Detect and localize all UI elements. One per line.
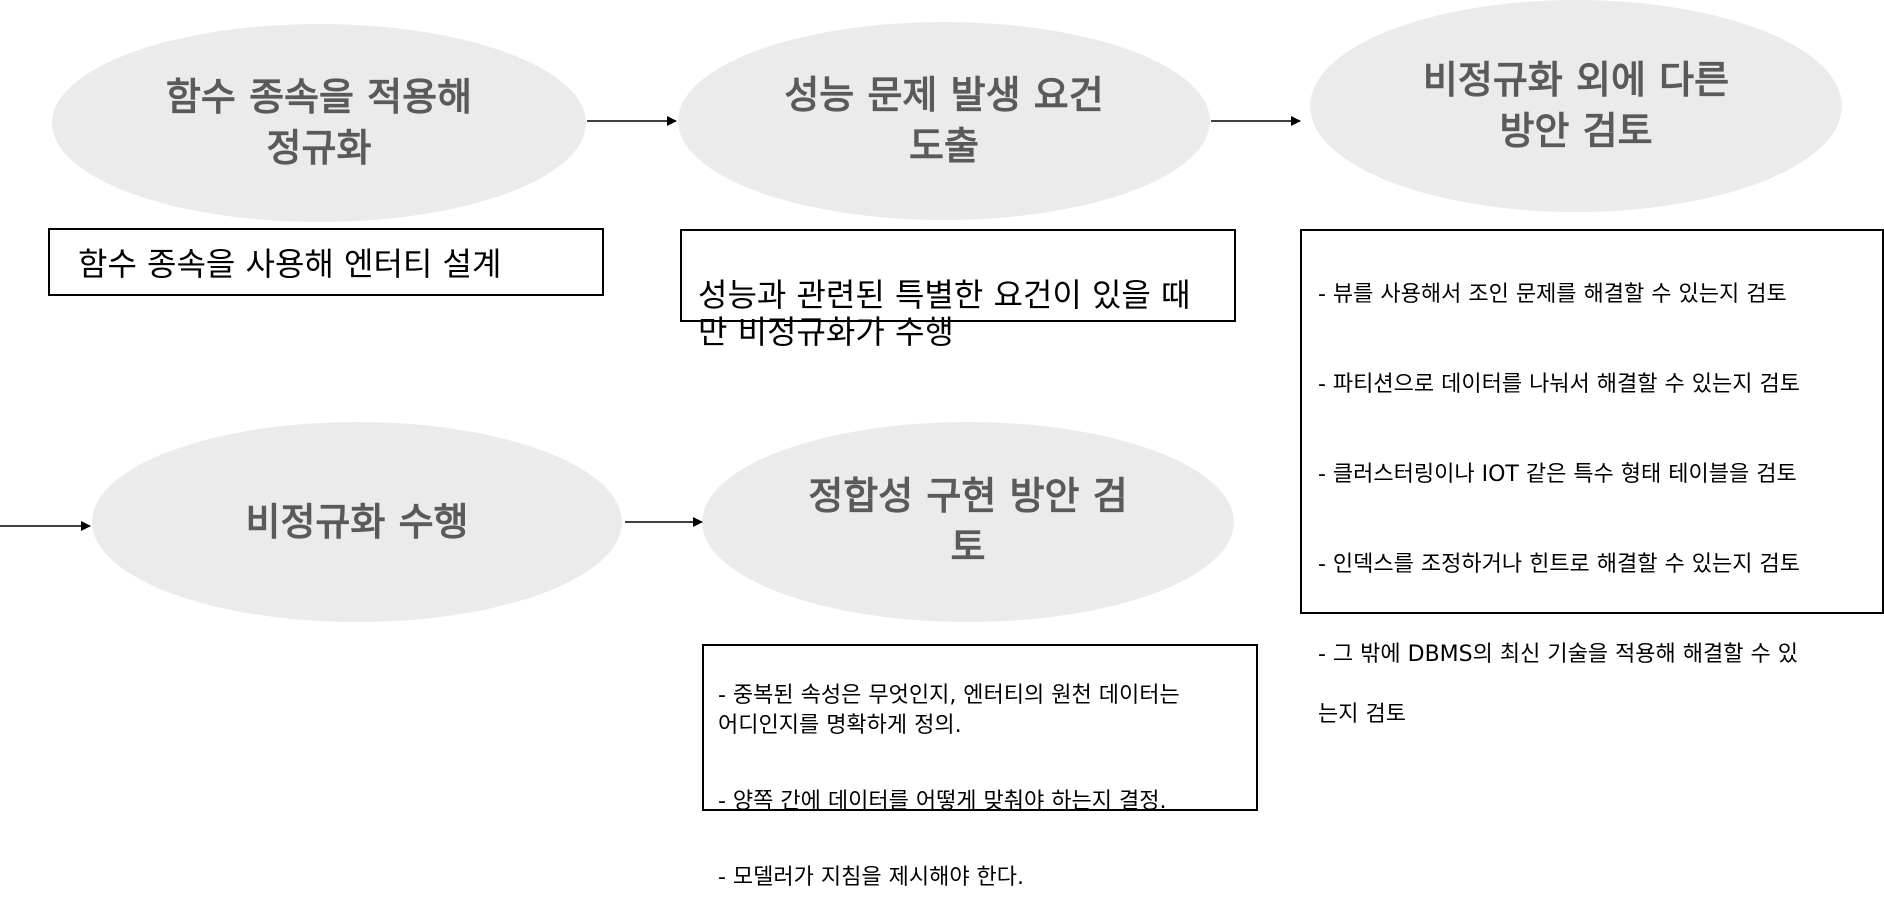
step-5-title: 정합성 구현 방안 검 토 xyxy=(808,474,1128,569)
consistency-item-3: - 모델러가 지침을 제시해야 한다. xyxy=(718,865,1025,890)
alternative-item-3: - 클러스터링이나 IOT 같은 특수 형태 테이블을 검토 xyxy=(1318,462,1797,487)
alternative-item-1: - 뷰를 사용해서 조인 문제를 해결할 수 있는지 검토 xyxy=(1318,282,1787,307)
consistency-item-1: - 중복된 속성은 무엇인지, 엔터티의 원천 데이터는 어디인지를 명확하게 … xyxy=(718,683,1180,738)
step-3-ellipse: 비정규화 외에 다른 방안 검토 xyxy=(1310,0,1842,212)
step-1-ellipse: 함수 종속을 적용해 정규화 xyxy=(52,24,586,222)
step-5-consistency-box: - 중복된 속성은 무엇인지, 엔터티의 원천 데이터는 어디인지를 명확하게 … xyxy=(702,644,1258,890)
step-2-description: 성능과 관련된 특별한 요건이 있을 때 만 비정규화가 수행 xyxy=(698,276,1191,351)
step-5-ellipse: 정합성 구현 방안 검 토 xyxy=(702,422,1234,622)
step-2-ellipse: 성능 문제 발생 요건 도출 xyxy=(678,22,1210,220)
connector-arrows xyxy=(0,116,1301,531)
step-3-alternatives-box: - 뷰를 사용해서 조인 문제를 해결할 수 있는지 검토 - 파티션으로 데이… xyxy=(1300,229,1884,727)
step-4-title: 비정규화 수행 xyxy=(245,499,469,544)
step-4-ellipse: 비정규화 수행 xyxy=(92,422,622,622)
step-1-description: 함수 종속을 사용해 엔터티 설계 xyxy=(78,245,502,283)
step-1-description-box: 함수 종속을 사용해 엔터티 설계 xyxy=(48,228,604,296)
step-2-title: 성능 문제 발생 요건 도출 xyxy=(784,73,1104,168)
step-3-title: 비정규화 외에 다른 방안 검토 xyxy=(1422,58,1730,153)
alternative-item-2: - 파티션으로 데이터를 나눠서 해결할 수 있는지 검토 xyxy=(1318,372,1800,397)
step-1-title: 함수 종속을 적용해 정규화 xyxy=(165,75,473,170)
step-2-description-box: 성능과 관련된 특별한 요건이 있을 때 만 비정규화가 수행 xyxy=(680,229,1236,351)
alternative-item-5: - 그 밖에 DBMS의 최신 기술을 적용해 해결할 수 있 는지 검토 xyxy=(1318,642,1798,727)
consistency-item-2: - 양쪽 간에 데이터를 어떻게 맞춰야 하는지 결정. xyxy=(718,789,1167,814)
alternative-item-4: - 인덱스를 조정하거나 힌트로 해결할 수 있는지 검토 xyxy=(1318,552,1800,577)
